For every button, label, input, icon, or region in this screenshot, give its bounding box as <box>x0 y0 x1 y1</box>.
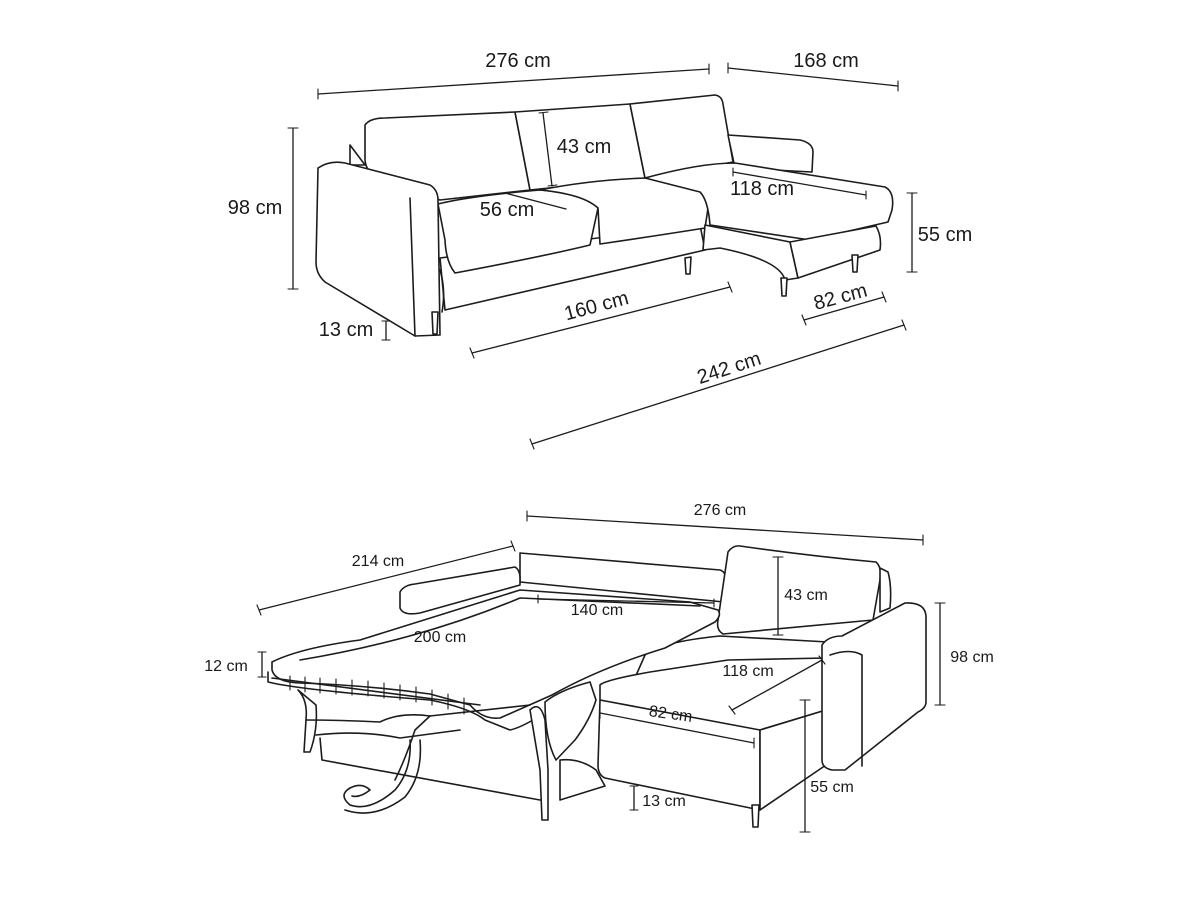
bottom-seat-height-label: 55 cm <box>810 779 854 796</box>
bottom-mattress-thickness-label: 12 cm <box>204 658 248 675</box>
top-back-height-label: 43 cm <box>557 136 611 158</box>
open-sofa-labels: 276 cm 214 cm 200 cm 140 cm 43 cm 98 cm … <box>204 502 994 810</box>
open-sofa-bed-drawing <box>267 545 927 828</box>
top-total-length-label: 276 cm <box>485 50 551 72</box>
closed-sofa-dimension-lines <box>287 62 918 450</box>
bottom-back-height-label: 43 cm <box>784 587 828 604</box>
bottom-chaise-length-label: 118 cm <box>722 663 773 680</box>
top-seat-height-label: 55 cm <box>918 224 972 246</box>
open-sofa-dimension-lines <box>256 510 946 833</box>
top-seat-depth-label: 56 cm <box>480 199 534 221</box>
top-chaise-length-label: 118 cm <box>730 178 794 200</box>
closed-sofa-drawing <box>315 94 894 337</box>
bottom-chaise-width-label: 82 cm <box>648 703 694 726</box>
top-leg-height-label: 13 cm <box>319 319 373 341</box>
top-chaise-depth-label: 168 cm <box>793 50 859 72</box>
bottom-total-length-label: 276 cm <box>694 502 746 519</box>
bottom-mattress-length-label: 200 cm <box>414 629 466 646</box>
top-overall-diagonal-label: 242 cm <box>695 348 764 389</box>
bottom-mattress-width-label: 140 cm <box>571 602 623 619</box>
bottom-leg-height-label: 13 cm <box>642 793 686 810</box>
bottom-bed-length-label: 214 cm <box>352 553 404 570</box>
bottom-total-height-label: 98 cm <box>950 649 994 666</box>
top-total-height-label: 98 cm <box>228 197 282 219</box>
top-seat-width-label: 160 cm <box>562 287 631 325</box>
